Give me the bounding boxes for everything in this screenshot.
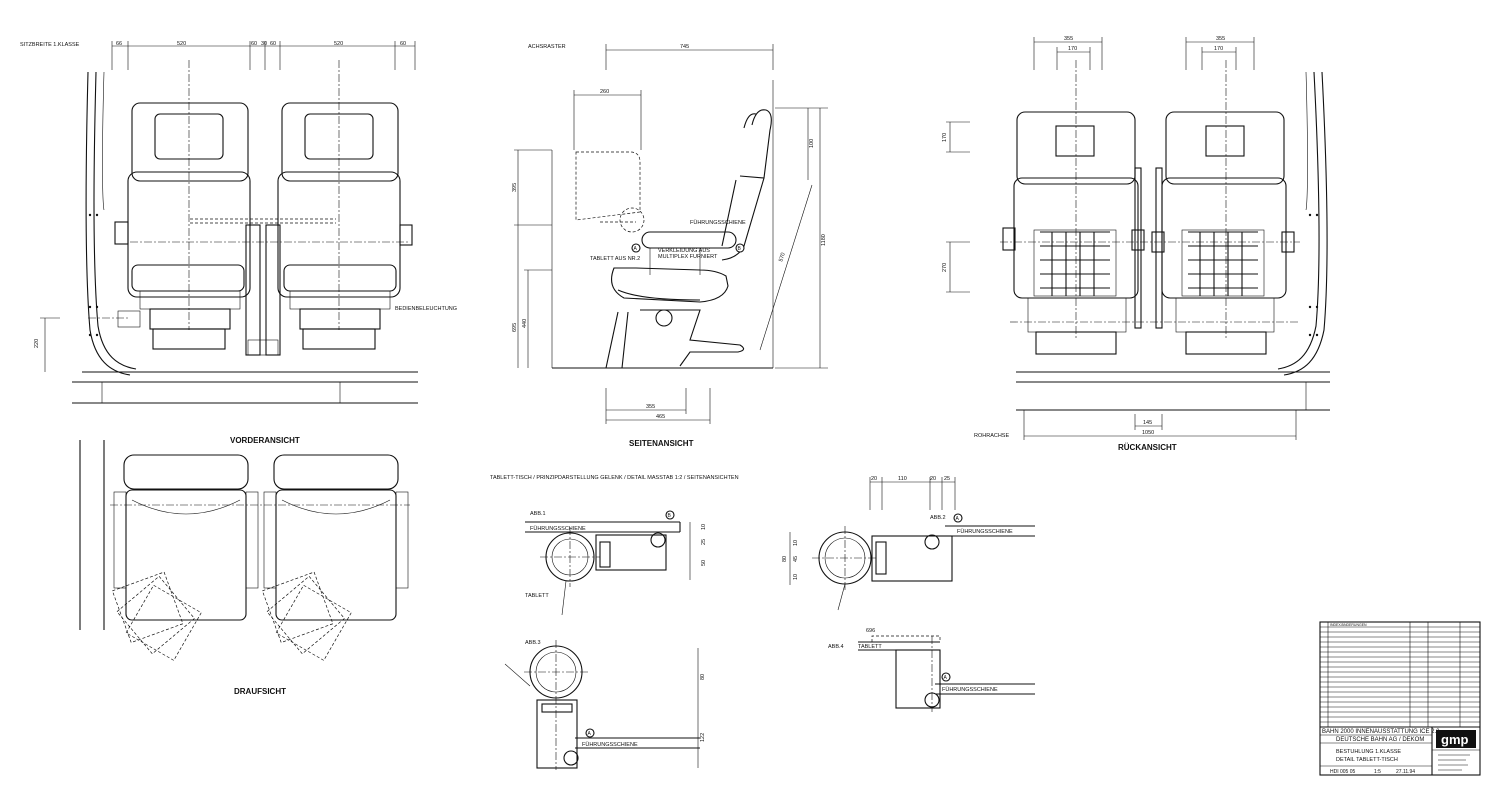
front-dim-7: 220 (34, 339, 40, 348)
rear-dim-1: 170 (1068, 46, 1077, 52)
abb3-label: ABB.3 (525, 640, 541, 646)
abb4-label: ABB.4 (828, 644, 844, 650)
drawing-scale: 1:5 (1374, 769, 1381, 775)
detail-abb4: ABB.4 696 TABLETT A FÜHRUNGSSCHIENE (828, 628, 1035, 712)
top-view-title: DRAUFSICHT (234, 687, 286, 696)
abb2-guide-rail: FÜHRUNGSSCHIENE (957, 528, 1013, 535)
abb2-dim-0: 20 (871, 476, 877, 482)
abb2-dim-1: 110 (898, 476, 907, 482)
side-dim-5: 100 (809, 139, 815, 148)
abb3-marker-a: A (588, 731, 592, 737)
detail-abb2: 20 110 20 25 ABB.2 A FÜHRUNGSSCHIENE 10 … (782, 476, 1035, 611)
axis-grid-label: ACHSRASTER (528, 44, 566, 50)
front-view: SITZBREITE 1.KLASSE 66 520 60 30 60 520 … (20, 41, 457, 445)
detail-abb3: ABB.3 A FÜHRUNGSSCHIENE 80 122 (504, 640, 706, 770)
side-dim-9: 465 (656, 414, 665, 420)
side-veneer-label-1: VERKLEIDUNG AUS (658, 248, 710, 254)
abb2-dim-6: 10 (793, 574, 799, 580)
rear-dim-2: 355 (1216, 36, 1225, 42)
seat-width-label: SITZBREITE 1.KLASSE (20, 42, 80, 48)
abb4-dim-0: 696 (866, 628, 875, 634)
side-view-title: SEITENANSICHT (629, 439, 694, 448)
abb2-dim-3: 25 (944, 476, 950, 482)
side-dim-3: 695 (512, 323, 518, 332)
client-name: DEUTSCHE BAHN AG / DEKOM (1336, 737, 1424, 743)
abb1-label: ABB.1 (530, 511, 546, 517)
front-dim-5: 520 (334, 41, 343, 47)
revision-header: INDEX/ÄNDERUNGEN (1330, 623, 1367, 627)
abb2-label: ABB.2 (930, 515, 946, 521)
abb3-dim-0: 80 (700, 674, 706, 680)
side-marker-a: A (634, 246, 638, 252)
side-dim-1: 260 (600, 89, 609, 95)
abb4-guide-rail: FÜHRUNGSSCHIENE (942, 686, 998, 693)
top-view: DRAUFSICHT (79, 440, 410, 696)
front-view-title: VORDERANSICHT (230, 436, 300, 445)
side-dim-7: 1180 (821, 234, 827, 246)
abb3-guide-rail: FÜHRUNGSSCHIENE (582, 741, 638, 748)
abb3-dim-1: 122 (700, 733, 706, 742)
abb1-marker-b: B (668, 513, 672, 519)
front-dim-1: 520 (177, 41, 186, 47)
rear-dim-7: 1050 (1142, 430, 1154, 436)
side-dim-8: 355 (646, 404, 655, 410)
front-dim-3: 30 (261, 41, 267, 47)
abb4-marker-a: A (944, 675, 948, 681)
gmp-logo (1436, 730, 1476, 748)
abb2-dim-4: 10 (793, 540, 799, 546)
abb2-dim-7: 80 (782, 556, 788, 562)
drawing-number: HDI 005 05 (1330, 769, 1356, 775)
abb1-tablet-label: TABLETT (525, 593, 549, 599)
abb1-guide-rail: FÜHRUNGSSCHIENE (530, 525, 586, 532)
abb1-dim-0: 10 (701, 524, 707, 530)
side-veneer-label-2: MULTIPLEX FURNIERT (658, 254, 718, 260)
gmp-logo-text: gmp (1441, 732, 1469, 747)
abb2-dim-2: 20 (930, 476, 936, 482)
front-dim-0: 66 (116, 41, 122, 47)
project-title: BAHN 2000 INNENAUSSTATTUNG ICE 2.2 (1322, 729, 1440, 735)
rear-dim-4: 170 (942, 133, 948, 142)
side-dim-2: 395 (512, 183, 518, 192)
abb4-tablet-label: TABLETT (858, 644, 882, 650)
drawing-date: 27.11.94 (1396, 769, 1415, 775)
detail-heading: TABLETT-TISCH / PRINZIPDARSTELLUNG GELEN… (490, 475, 739, 481)
subject-line-2: DETAIL TABLETT-TISCH (1336, 757, 1398, 763)
rear-view-title: RÜCKANSICHT (1118, 443, 1177, 452)
title-block: INDEX/ÄNDERUNGEN BAHN 2000 INNENAUSSTATT… (1319, 621, 1481, 776)
side-view: ACHSRASTER 745 260 395 695 440 (512, 44, 828, 448)
rear-dim-5: 270 (942, 263, 948, 272)
abb1-dim-1: 25 (701, 539, 707, 545)
rear-dim-0: 355 (1064, 36, 1073, 42)
side-dim-0: 745 (680, 44, 689, 50)
rear-view: 355 170 355 170 170 270 (942, 36, 1330, 452)
rear-dim-3: 170 (1214, 46, 1223, 52)
pipe-axis-label: ROHRACHSE (974, 433, 1009, 439)
side-dim-6: 570 (778, 252, 787, 263)
tablet-detail: TABLETT-TISCH / PRINZIPDARSTELLUNG GELEN… (490, 475, 1035, 770)
reading-light-label: BEDIENBELEUCHTUNG (395, 306, 457, 312)
abb2-marker-a: A (956, 516, 960, 522)
front-dim-2: 60 (251, 41, 257, 47)
abb1-dim-2: 50 (701, 560, 707, 566)
side-guide-rail-label: FÜHRUNGSSCHIENE (690, 219, 746, 226)
front-dim-6: 60 (400, 41, 406, 47)
side-tablet-label: TABLETT AUS NR.2 (590, 256, 640, 262)
front-dim-4: 60 (270, 41, 276, 47)
abb2-dim-5: 45 (793, 556, 799, 562)
subject-line-1: BESTUHLUNG 1.KLASSE (1336, 749, 1401, 755)
side-dim-4: 440 (522, 319, 528, 328)
detail-abb1: ABB.1 FÜHRUNGSSCHIENE B TABLETT 10 25 50 (525, 510, 707, 616)
rear-dim-6: 145 (1143, 420, 1152, 426)
side-marker-b: B (738, 246, 742, 252)
